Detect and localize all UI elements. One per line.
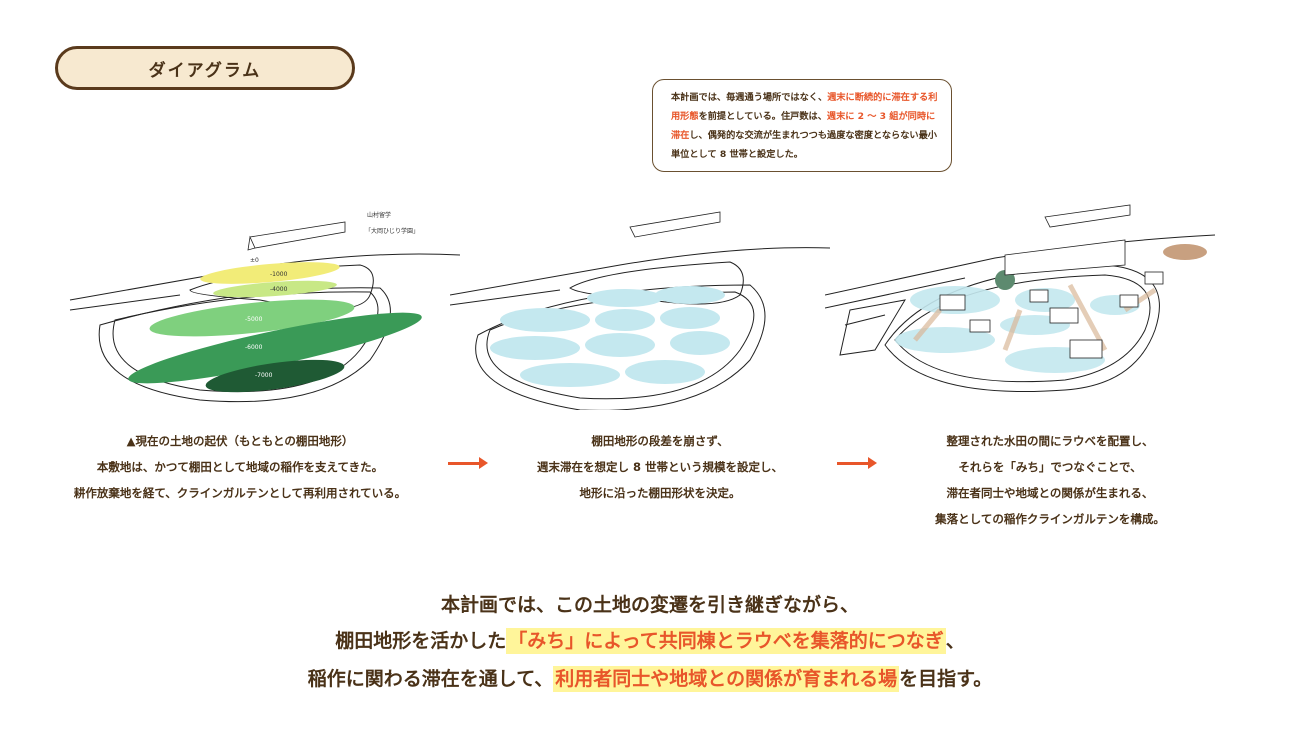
terrain-diagram-rice-paddies bbox=[450, 211, 830, 410]
level-label: ±0 bbox=[250, 257, 259, 264]
level-label: -4000 bbox=[270, 286, 288, 293]
level-label: -5000 bbox=[245, 316, 263, 323]
caption-line: 集落としての稲作クラインガルテンを構成。 bbox=[935, 512, 1165, 526]
caption-line: 棚田地形の段差を崩さず、 bbox=[591, 434, 729, 448]
conclusion-line-2: 棚田地形を活かした「みち」によって共同棟とラウベを集落的につなぎ、 bbox=[0, 626, 1300, 654]
section-title: ダイアグラム bbox=[55, 46, 355, 90]
conclusion-text: 本計画では、この土地の変遷を引き継ぎながら、 bbox=[440, 594, 859, 616]
building-icon bbox=[247, 221, 346, 251]
caption-settlement: 整理された水田の間にラウベを配置し、 それらを「みち」でつなぐことで、 滞在者同… bbox=[870, 428, 1230, 532]
tree-icon bbox=[995, 270, 1015, 290]
caption-line: 週末滞在を想定し 8 世帯という規模を設定し、 bbox=[536, 460, 783, 474]
level-label: -7000 bbox=[255, 372, 273, 379]
caption-line: 本敷地は、かつて棚田として地域の稲作を支えてきた。 bbox=[96, 460, 384, 474]
conclusion-text: 、 bbox=[945, 630, 965, 652]
laube-house-icons bbox=[939, 204, 1164, 359]
bubble-text: 本計画では、毎週通う場所ではなく、 bbox=[671, 92, 828, 103]
conclusion-text: 稲作に関わる滞在を通して、 bbox=[307, 668, 554, 690]
level-label: -1000 bbox=[270, 271, 288, 278]
level-label: -6000 bbox=[245, 344, 263, 351]
conclusion-highlight: 利用者同士や地域との関係が育まれる場 bbox=[553, 666, 900, 692]
caption-paddies: 棚田地形の段差を崩さず、 週末滞在を想定し 8 世帯という規模を設定し、 地形に… bbox=[480, 428, 840, 506]
caption-line: それらを「みち」でつなぐことで、 bbox=[958, 460, 1142, 474]
speech-bubble: 本計画では、毎週通う場所ではなく、週末に断続的に滞在する利用形態を前提としている… bbox=[652, 79, 952, 172]
conclusion-highlight: 「みち」によって共同棟とラウベを集落的につなぎ bbox=[506, 628, 946, 654]
caption-line: ▲現在の土地の起伏（もともとの棚田地形） bbox=[126, 434, 354, 448]
conclusion-line-1: 本計画では、この土地の変遷を引き継ぎながら、 bbox=[0, 590, 1300, 617]
building-label: 山村留学 bbox=[367, 211, 391, 219]
settlement-diagram bbox=[825, 204, 1216, 393]
conclusion-text: 棚田地形を活かした bbox=[335, 630, 507, 652]
caption-line: 滞在者同士や地域との関係が生まれる、 bbox=[946, 486, 1154, 500]
caption-current: ▲現在の土地の起伏（もともとの棚田地形） 本敷地は、かつて棚田として地域の稲作を… bbox=[30, 428, 450, 506]
terrain-diagram-current: 山村留学 「大岡ひじり学園」 ±0 -1000 -4000 -5000 -600… bbox=[69, 211, 460, 403]
conclusion-text: を目指す。 bbox=[899, 668, 993, 690]
caption-line: 地形に沿った棚田形状を決定。 bbox=[579, 486, 741, 500]
arrow-icon bbox=[837, 457, 877, 469]
building-label: 「大岡ひじり学園」 bbox=[365, 227, 419, 235]
caption-line: 耕作放棄地を経て、クラインガルテンとして再利用されている。 bbox=[73, 486, 407, 500]
caption-line: 整理された水田の間にラウベを配置し、 bbox=[946, 434, 1154, 448]
building-icon bbox=[629, 211, 721, 238]
bubble-text: を前提としている。住戸数は、 bbox=[698, 111, 827, 122]
conclusion-line-3: 稲作に関わる滞在を通して、利用者同士や地域との関係が育まれる場を目指す。 bbox=[0, 664, 1300, 692]
arrow-icon bbox=[448, 457, 488, 469]
bubble-highlight: 週末に 2 〜 3 組が同時に滞在 bbox=[671, 111, 936, 141]
bubble-highlight: 週末に断続的に滞在する利用形態 bbox=[671, 92, 938, 122]
bubble-text: し、偶発的な交流が生まれつつも過度な密度とならない最小単位として 8 世帯と設定… bbox=[671, 130, 937, 160]
section-title-text: ダイアグラム bbox=[148, 60, 262, 81]
